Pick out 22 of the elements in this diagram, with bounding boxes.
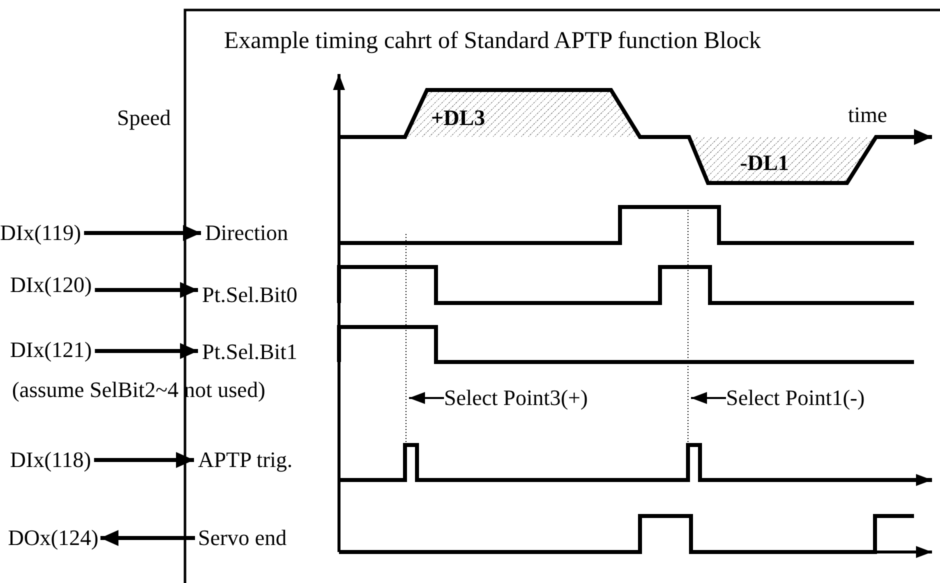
signal-name: Direction [205, 221, 288, 245]
signal-name: Pt.Sel.Bit1 [202, 340, 298, 364]
input-signal-label: DIx(120) [10, 273, 92, 297]
arrow [94, 343, 198, 359]
signal-name: Pt.Sel.Bit0 [202, 283, 298, 307]
annotation: Select Point3(+) [444, 386, 588, 410]
signal-name: APTP trig. [198, 448, 293, 472]
input-signal-label: DIx(118) [10, 448, 92, 472]
axis-label: time [848, 103, 888, 127]
annotation: Select Point1(-) [726, 386, 865, 410]
arrow [100, 530, 195, 546]
axis-label: Speed [117, 106, 171, 130]
arrow [94, 282, 198, 298]
arrow [84, 225, 201, 241]
area-label: -DL1 [740, 151, 789, 175]
arrow [94, 452, 194, 468]
area-label: +DL3 [431, 106, 486, 130]
output-signal-label: DOx(124) [8, 526, 98, 550]
input-signal-label: DIx(121) [10, 338, 92, 362]
signal-name: Servo end [198, 526, 287, 550]
chart-title: Example timing cahrt of Standard APTP function Block [224, 27, 762, 55]
input-signal-label: DIx(119) [0, 221, 82, 245]
